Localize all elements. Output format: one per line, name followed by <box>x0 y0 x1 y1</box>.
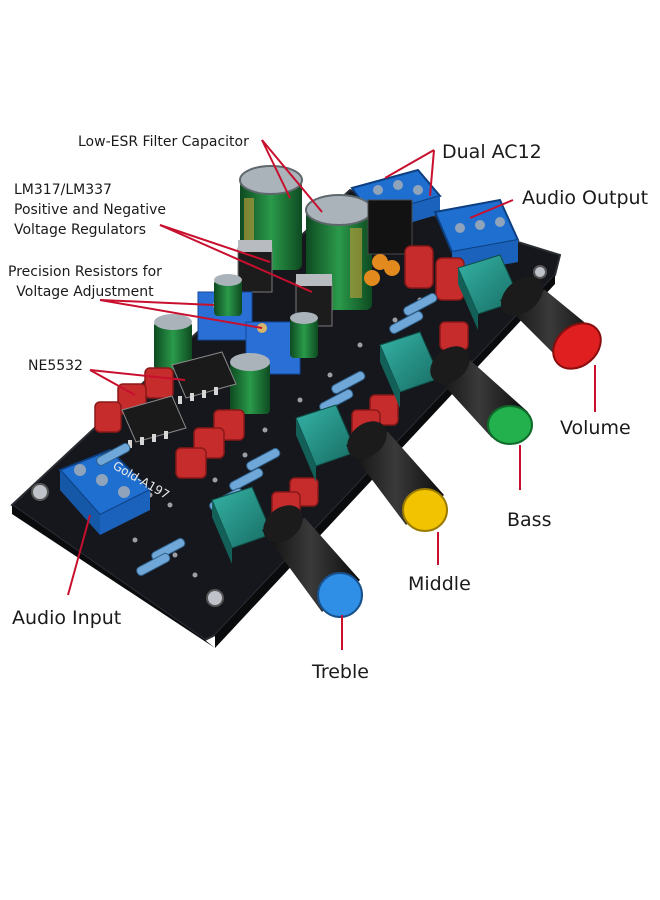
op-amp-chip <box>171 351 237 404</box>
op-amp-chip <box>121 395 187 448</box>
volume-knob[interactable] <box>493 268 609 378</box>
small-capacitor <box>154 314 192 370</box>
regulator-block <box>367 199 413 255</box>
mounting-hole <box>31 483 49 501</box>
ceramic-capacitors <box>364 254 400 286</box>
bass-knob[interactable] <box>423 339 533 445</box>
film-capacitors <box>94 245 469 521</box>
middle-knob[interactable] <box>340 414 448 532</box>
label-ne5532: NE5532 <box>28 358 83 374</box>
treble-knob[interactable] <box>256 498 363 618</box>
label-dual-ac12: Dual AC12 <box>442 141 542 163</box>
leader-lines <box>67 139 596 650</box>
label-middle: Middle <box>408 573 471 595</box>
voltage-regulator <box>237 240 273 293</box>
label-precision-resistors: Precision Resistors for Voltage Adjustme… <box>8 264 162 300</box>
label-audio-output: Audio Output <box>522 187 649 209</box>
label-treble: Treble <box>312 661 369 683</box>
small-capacitor <box>230 353 270 414</box>
label-volume: Volume <box>560 417 631 439</box>
mounting-hole <box>533 265 547 279</box>
middle-potentiometer <box>295 404 357 482</box>
label-low-esr-filter-capacitor: Low-ESR Filter Capacitor <box>78 134 249 150</box>
label-voltage-regulators: LM317/LM337 Positive and Negative Voltag… <box>14 182 167 238</box>
pcb-board-edge <box>12 505 215 648</box>
small-capacitor <box>290 312 318 358</box>
mounting-hole <box>206 589 224 607</box>
bass-potentiometer <box>379 331 441 408</box>
label-bass: Bass <box>507 509 552 531</box>
label-audio-input: Audio Input <box>12 607 122 629</box>
small-capacitor <box>214 274 242 316</box>
